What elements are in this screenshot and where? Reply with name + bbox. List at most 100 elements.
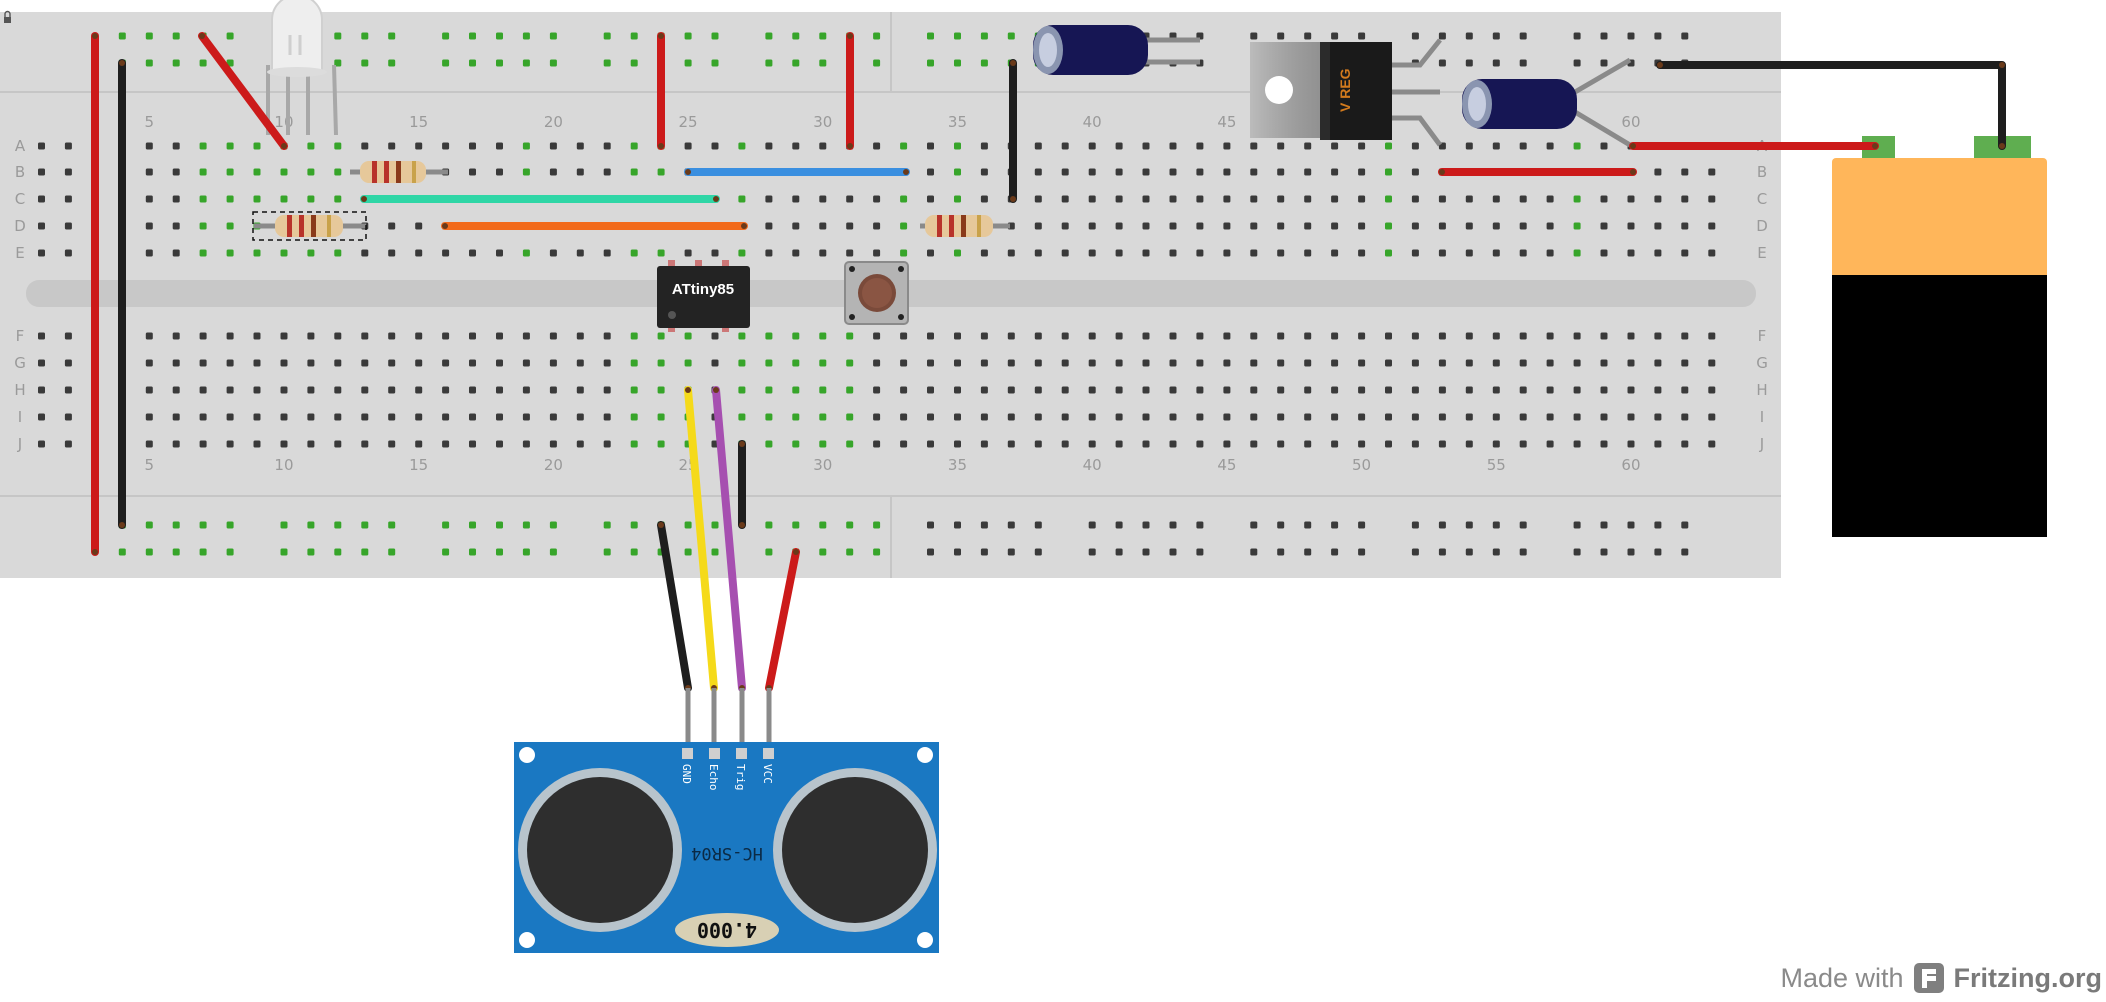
breadboard-hole[interactable] (576, 440, 584, 448)
breadboard-hole[interactable] (1196, 548, 1204, 556)
breadboard-hole[interactable] (522, 413, 530, 421)
breadboard-hole[interactable] (630, 440, 638, 448)
breadboard-hole[interactable] (280, 195, 288, 203)
breadboard-hole[interactable] (630, 142, 638, 150)
breadboard-hole[interactable] (38, 222, 45, 230)
breadboard-hole[interactable] (280, 168, 288, 176)
breadboard-hole[interactable] (792, 59, 800, 67)
breadboard-hole[interactable] (1061, 332, 1069, 340)
breadboard-hole[interactable] (1250, 413, 1258, 421)
breadboard-hole[interactable] (199, 249, 207, 257)
breadboard-hole[interactable] (469, 386, 476, 394)
breadboard-hole[interactable] (145, 521, 153, 529)
breadboard-hole[interactable] (1007, 32, 1015, 40)
breadboard-hole[interactable] (1681, 195, 1689, 203)
breadboard-hole[interactable] (1600, 195, 1608, 203)
breadboard-hole[interactable] (1115, 249, 1123, 257)
breadboard-hole[interactable] (657, 359, 665, 367)
breadboard-hole[interactable] (199, 386, 207, 394)
breadboard-hole[interactable] (496, 521, 503, 529)
breadboard-hole[interactable] (819, 222, 827, 230)
breadboard-hole[interactable] (1681, 168, 1689, 176)
breadboard-hole[interactable] (1169, 222, 1177, 230)
breadboard-hole[interactable] (1088, 386, 1096, 394)
breadboard-hole[interactable] (307, 521, 315, 529)
breadboard-hole[interactable] (38, 195, 45, 203)
breadboard-hole[interactable] (1681, 413, 1689, 421)
breadboard-hole[interactable] (1331, 195, 1339, 203)
breadboard-hole[interactable] (496, 32, 503, 40)
breadboard-hole[interactable] (765, 359, 773, 367)
breadboard-hole[interactable] (1385, 249, 1392, 257)
breadboard-hole[interactable] (1034, 359, 1042, 367)
breadboard-hole[interactable] (684, 332, 692, 340)
breadboard-hole[interactable] (549, 521, 557, 529)
breadboard-hole[interactable] (954, 59, 961, 67)
breadboard-hole[interactable] (1169, 168, 1177, 176)
breadboard-hole[interactable] (873, 249, 881, 257)
breadboard-hole[interactable] (1654, 413, 1662, 421)
breadboard-hole[interactable] (954, 195, 961, 203)
breadboard-hole[interactable] (1519, 195, 1527, 203)
breadboard-hole[interactable] (1411, 142, 1419, 150)
breadboard-hole[interactable] (1438, 440, 1446, 448)
breadboard-hole[interactable] (442, 332, 450, 340)
breadboard-hole[interactable] (1277, 32, 1285, 40)
breadboard-hole[interactable] (1034, 413, 1042, 421)
breadboard-hole[interactable] (1034, 142, 1042, 150)
breadboard-hole[interactable] (64, 413, 72, 421)
breadboard-hole[interactable] (415, 332, 423, 340)
breadboard-hole[interactable] (415, 440, 423, 448)
breadboard-hole[interactable] (738, 332, 746, 340)
breadboard-hole[interactable] (1411, 548, 1419, 556)
breadboard-hole[interactable] (1654, 440, 1662, 448)
breadboard-hole[interactable] (1304, 222, 1312, 230)
breadboard-hole[interactable] (1061, 386, 1069, 394)
breadboard-hole[interactable] (469, 521, 476, 529)
breadboard-hole[interactable] (1627, 386, 1635, 394)
breadboard-hole[interactable] (1681, 386, 1689, 394)
voltage-regulator[interactable]: V REG (1250, 38, 1443, 147)
breadboard-hole[interactable] (1034, 548, 1042, 556)
breadboard-hole[interactable] (1492, 413, 1500, 421)
breadboard-hole[interactable] (954, 168, 961, 176)
breadboard-hole[interactable] (927, 548, 934, 556)
breadboard-hole[interactable] (522, 521, 530, 529)
breadboard-hole[interactable] (1331, 440, 1339, 448)
breadboard-hole[interactable] (927, 142, 934, 150)
breadboard-hole[interactable] (361, 359, 369, 367)
breadboard-hole[interactable] (927, 168, 934, 176)
breadboard-hole[interactable] (442, 32, 450, 40)
breadboard-hole[interactable] (738, 359, 746, 367)
breadboard-hole[interactable] (1358, 413, 1366, 421)
breadboard-hole[interactable] (711, 521, 719, 529)
breadboard-hole[interactable] (792, 249, 800, 257)
breadboard-hole[interactable] (469, 142, 476, 150)
breadboard-hole[interactable] (1088, 548, 1096, 556)
breadboard-hole[interactable] (496, 142, 503, 150)
breadboard-hole[interactable] (630, 249, 638, 257)
breadboard-hole[interactable] (1492, 359, 1500, 367)
breadboard-hole[interactable] (253, 195, 261, 203)
breadboard-hole[interactable] (819, 359, 827, 367)
breadboard-hole[interactable] (1411, 195, 1419, 203)
breadboard-hole[interactable] (873, 32, 881, 40)
breadboard-hole[interactable] (1465, 59, 1473, 67)
breadboard-hole[interactable] (1034, 386, 1042, 394)
breadboard-hole[interactable] (980, 440, 988, 448)
breadboard-hole[interactable] (1465, 222, 1473, 230)
breadboard-hole[interactable] (334, 32, 342, 40)
breadboard-hole[interactable] (954, 386, 961, 394)
breadboard-hole[interactable] (657, 440, 665, 448)
breadboard-hole[interactable] (954, 440, 961, 448)
breadboard-hole[interactable] (280, 440, 288, 448)
breadboard-hole[interactable] (657, 386, 665, 394)
breadboard-hole[interactable] (145, 548, 153, 556)
breadboard-hole[interactable] (980, 32, 988, 40)
breadboard-hole[interactable] (846, 249, 854, 257)
breadboard-hole[interactable] (199, 440, 207, 448)
breadboard-hole[interactable] (792, 359, 800, 367)
breadboard-hole[interactable] (38, 359, 45, 367)
breadboard-hole[interactable] (1304, 413, 1312, 421)
breadboard-hole[interactable] (1465, 195, 1473, 203)
